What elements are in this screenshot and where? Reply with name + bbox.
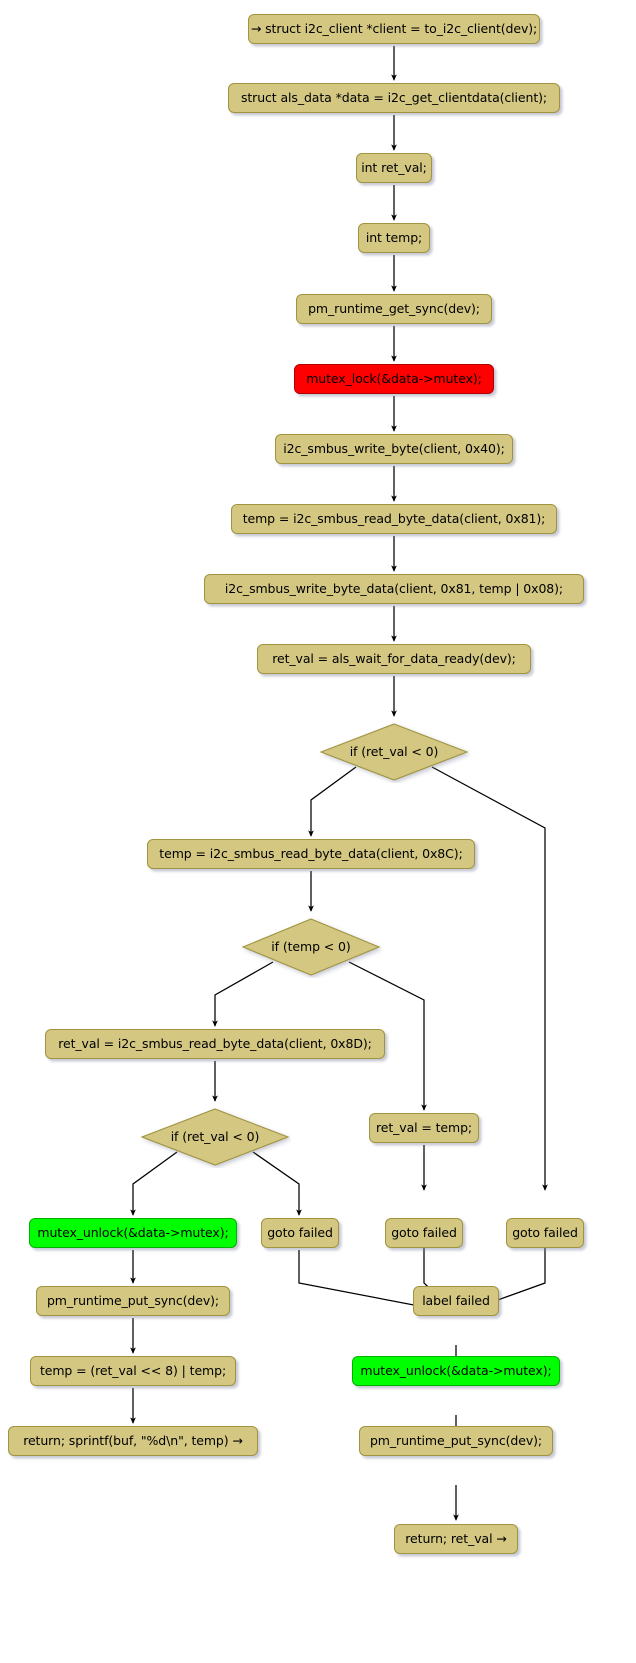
node-label: pm_runtime_put_sync(dev); bbox=[369, 1432, 543, 1448]
node-return-ret-val[interactable]: return; ret_val → bbox=[394, 1524, 518, 1554]
node-return-sprintf[interactable]: return; sprintf(buf, "%d\n", temp) → bbox=[8, 1426, 258, 1456]
node-read-byte-0x8d[interactable]: ret_val = i2c_smbus_read_byte_data(clien… bbox=[45, 1029, 385, 1059]
node-label: mutex_unlock(&data->mutex); bbox=[360, 1362, 552, 1378]
node-label: i2c_smbus_write_byte_data(client, 0x81, … bbox=[224, 580, 564, 596]
node-label: mutex_lock(&data->mutex); bbox=[306, 370, 482, 386]
node-label: return; sprintf(buf, "%d\n", temp) → bbox=[23, 1432, 243, 1448]
node-label: goto failed bbox=[391, 1224, 457, 1240]
node-label: pm_runtime_put_sync(dev); bbox=[46, 1292, 220, 1308]
diamond-shape bbox=[140, 1108, 290, 1166]
node-mutex-lock[interactable]: mutex_lock(&data->mutex); bbox=[294, 364, 494, 394]
node-label: ret_val = temp; bbox=[375, 1119, 473, 1135]
node-label: mutex_unlock(&data->mutex); bbox=[37, 1224, 229, 1240]
node-read-byte-0x81[interactable]: temp = i2c_smbus_read_byte_data(client, … bbox=[231, 504, 557, 534]
node-get-clientdata[interactable]: struct als_data *data = i2c_get_clientda… bbox=[228, 83, 560, 113]
node-mutex-unlock-success[interactable]: mutex_unlock(&data->mutex); bbox=[29, 1218, 237, 1248]
node-label: if (temp < 0) bbox=[271, 938, 351, 954]
node-label: goto failed bbox=[512, 1224, 578, 1240]
node-label: return; ret_val → bbox=[405, 1530, 507, 1546]
node-label: ret_val = i2c_smbus_read_byte_data(clien… bbox=[58, 1035, 372, 1051]
node-temp-shift-or[interactable]: temp = (ret_val << 8) | temp; bbox=[30, 1356, 236, 1386]
node-goto-failed-3[interactable]: goto failed bbox=[506, 1218, 584, 1248]
node-read-byte-0x8c[interactable]: temp = i2c_smbus_read_byte_data(client, … bbox=[147, 839, 475, 869]
node-label: i2c_smbus_write_byte(client, 0x40); bbox=[283, 440, 505, 456]
node-pm-runtime-put-sync-success[interactable]: pm_runtime_put_sync(dev); bbox=[36, 1286, 230, 1316]
node-write-byte-data-0x81[interactable]: i2c_smbus_write_byte_data(client, 0x81, … bbox=[204, 574, 584, 604]
node-label: → struct i2c_client *client = to_i2c_cli… bbox=[250, 20, 538, 36]
decision-temp-lt-0[interactable]: if (temp < 0) bbox=[240, 916, 382, 978]
node-label: temp = (ret_val << 8) | temp; bbox=[39, 1362, 227, 1378]
node-decl-ret-val[interactable]: int ret_val; bbox=[356, 153, 432, 183]
node-label-failed[interactable]: label failed bbox=[413, 1286, 499, 1316]
node-label: ret_val = als_wait_for_data_ready(dev); bbox=[272, 650, 516, 666]
node-smbus-write-byte[interactable]: i2c_smbus_write_byte(client, 0x40); bbox=[275, 434, 513, 464]
node-mutex-unlock-failed[interactable]: mutex_unlock(&data->mutex); bbox=[352, 1356, 560, 1386]
node-to-i2c-client[interactable]: → struct i2c_client *client = to_i2c_cli… bbox=[248, 14, 540, 44]
diamond-shape bbox=[241, 918, 381, 976]
node-label: goto failed bbox=[267, 1224, 333, 1240]
node-pm-runtime-get-sync[interactable]: pm_runtime_get_sync(dev); bbox=[296, 294, 492, 324]
node-pm-runtime-put-sync-failed[interactable]: pm_runtime_put_sync(dev); bbox=[359, 1426, 553, 1456]
node-label: if (ret_val < 0) bbox=[349, 743, 439, 759]
node-label: label failed bbox=[422, 1292, 490, 1308]
node-label: if (ret_val < 0) bbox=[170, 1128, 260, 1144]
node-decl-temp[interactable]: int temp; bbox=[358, 223, 430, 253]
node-als-wait-for-data-ready[interactable]: ret_val = als_wait_for_data_ready(dev); bbox=[257, 644, 531, 674]
node-goto-failed-1[interactable]: goto failed bbox=[261, 1218, 339, 1248]
decision-ret-val-lt-0-1[interactable]: if (ret_val < 0) bbox=[318, 721, 470, 783]
diamond-shape bbox=[319, 723, 469, 781]
node-goto-failed-2[interactable]: goto failed bbox=[385, 1218, 463, 1248]
node-label: temp = i2c_smbus_read_byte_data(client, … bbox=[159, 845, 463, 861]
node-label: int ret_val; bbox=[361, 159, 427, 175]
node-label: temp = i2c_smbus_read_byte_data(client, … bbox=[242, 510, 546, 526]
decision-ret-val-lt-0-2[interactable]: if (ret_val < 0) bbox=[139, 1106, 291, 1168]
node-label: struct als_data *data = i2c_get_clientda… bbox=[240, 89, 548, 105]
node-ret-val-eq-temp[interactable]: ret_val = temp; bbox=[369, 1113, 479, 1143]
node-label: int temp; bbox=[365, 229, 423, 245]
node-label: pm_runtime_get_sync(dev); bbox=[308, 300, 480, 316]
